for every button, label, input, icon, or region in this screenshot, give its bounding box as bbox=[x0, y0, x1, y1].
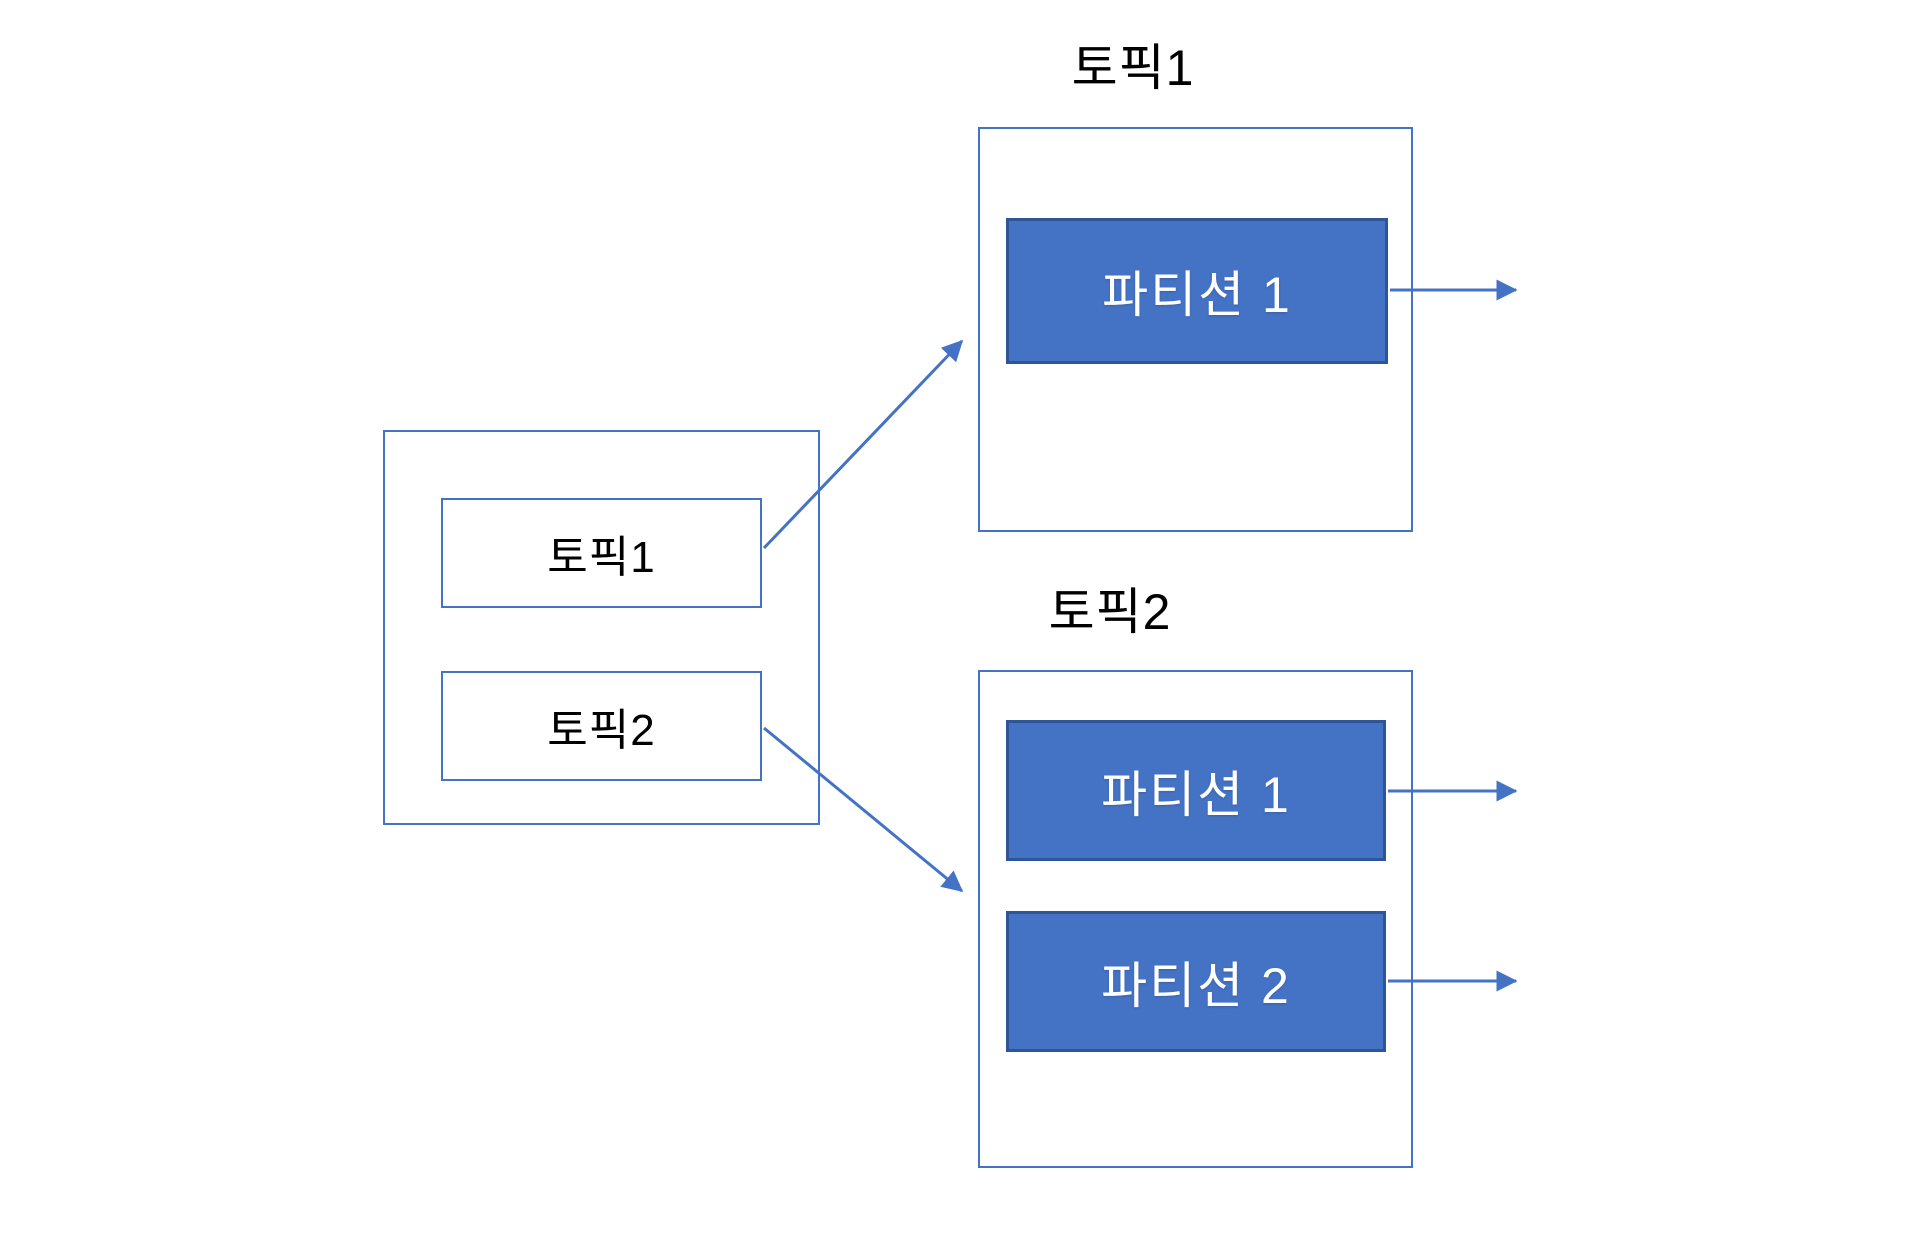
group2-partition1-box: 파티션 1 bbox=[1006, 720, 1386, 861]
group2-partition2-box: 파티션 2 bbox=[1006, 911, 1386, 1052]
topic-group2-title: 토픽2 bbox=[1048, 584, 1172, 640]
topic1-item: 토픽1 bbox=[441, 498, 762, 608]
topic-group1-title: 토픽1 bbox=[1071, 40, 1195, 96]
group1-partition1-box: 파티션 1 bbox=[1006, 218, 1388, 364]
topic2-item: 토픽2 bbox=[441, 671, 762, 781]
